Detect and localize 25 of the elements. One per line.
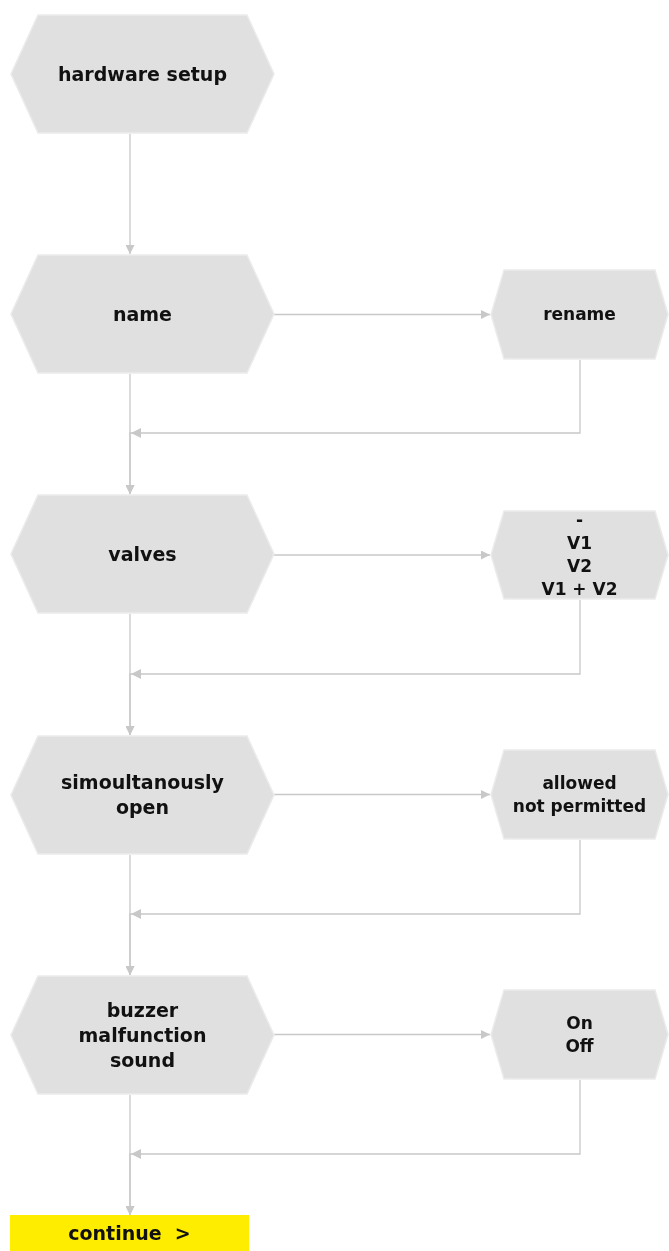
node-label: allowed — [542, 771, 617, 795]
hexagon-box — [10, 975, 275, 1095]
node-label: buzzer malfunction sound — [77, 997, 208, 1073]
node-label: On — [566, 1011, 593, 1035]
hexagon-box — [10, 254, 275, 374]
hexagon-box — [490, 989, 669, 1080]
hexagon-box — [490, 749, 669, 840]
node-label: - — [575, 509, 584, 532]
node-label: Off — [565, 1034, 594, 1058]
node-label: V2 — [567, 555, 592, 578]
hexagon-box — [490, 510, 669, 600]
node-label: continue > — [68, 1220, 191, 1246]
node-label: hardware setup — [58, 61, 227, 87]
hexagon-box — [490, 269, 669, 360]
node-label: not permitted — [512, 794, 647, 818]
node-label: rename — [543, 303, 616, 326]
hexagon-box — [10, 494, 275, 614]
node-label: V1 — [567, 532, 592, 555]
node-label: name — [112, 301, 172, 327]
node-label: V1 + V2 — [541, 578, 618, 601]
hexagon-box — [10, 14, 275, 134]
node-label: simoultanously open — [60, 770, 225, 820]
node-label: valves — [108, 541, 177, 567]
continue-box — [10, 1215, 249, 1251]
hexagon-box — [10, 735, 275, 855]
